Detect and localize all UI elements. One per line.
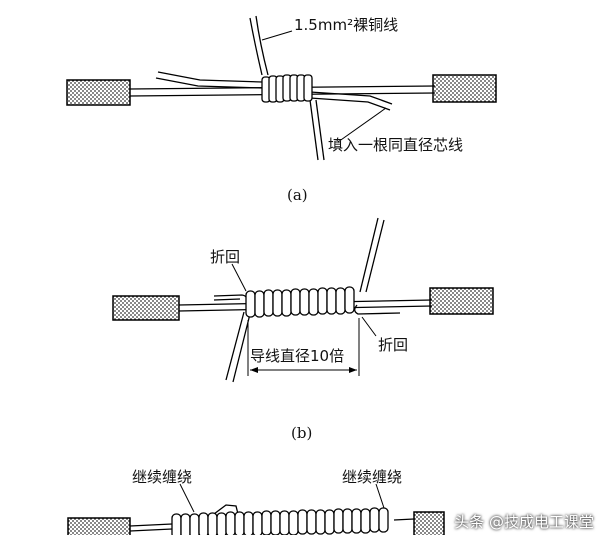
coil-a [261, 74, 313, 103]
figure-a [66, 15, 497, 161]
caption-b: (b) [291, 424, 313, 442]
label-filler-core-wire: 填入一根同直径芯线 [328, 136, 464, 154]
insulation-left [112, 295, 180, 321]
watermark: 头条 @技成电工课堂 [454, 513, 594, 531]
coil-b [245, 286, 355, 318]
label-fold-back-right: 折回 [378, 336, 409, 354]
insulation-left [67, 517, 131, 535]
insulation-left [66, 79, 131, 106]
figure-c [67, 483, 445, 535]
figure-b [112, 217, 494, 383]
label-ten-times-diameter: 导线直径10倍 [250, 347, 345, 365]
coil-c [171, 507, 389, 535]
insulation-right [429, 287, 494, 315]
label-fold-back-left: 折回 [210, 248, 241, 266]
label-continue-winding-left: 继续缠绕 [132, 468, 193, 486]
label-bare-copper-wire: 1.5mm²裸铜线 [294, 16, 399, 34]
label-continue-winding-right: 继续缠绕 [342, 468, 403, 486]
insulation-right [432, 74, 497, 103]
caption-a: (a) [287, 186, 308, 204]
insulation-right [413, 511, 445, 535]
